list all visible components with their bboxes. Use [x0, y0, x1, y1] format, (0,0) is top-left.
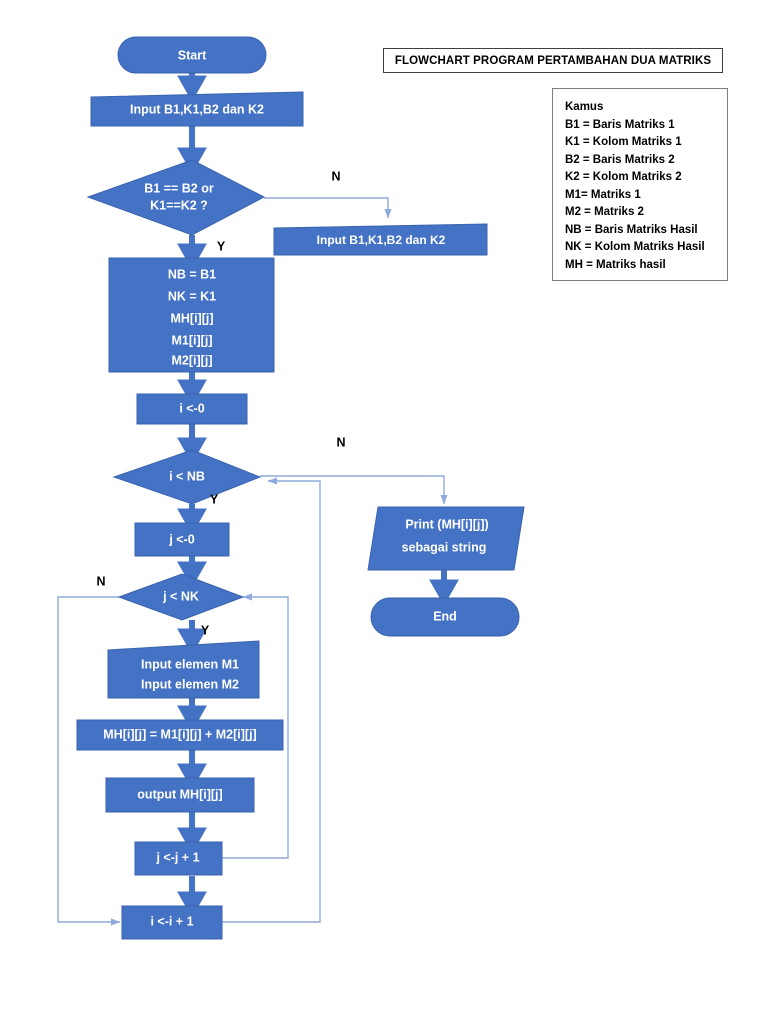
node-decision-i[interactable] — [112, 449, 262, 505]
node-decision-j[interactable] — [117, 573, 245, 621]
node-print-result[interactable] — [367, 506, 525, 571]
legend-entry: M1= Matriks 1 — [565, 188, 641, 201]
node-print-result-line-0: Print (MH[i][j]) — [405, 517, 488, 531]
node-input-elements-line-1: Input elemen M2 — [141, 677, 239, 691]
legend-entry: NK = Kolom Matriks Hasil — [565, 241, 705, 253]
node-input-dims-retry-label: Input B1,K1,B2 dan K2 — [317, 233, 446, 247]
node-end[interactable] — [370, 597, 520, 637]
node-end-label: End — [433, 609, 457, 623]
node-compute[interactable] — [76, 719, 284, 751]
legend-entry: B1 = Baris Matriks 1 — [565, 118, 675, 131]
node-input-dims[interactable] — [90, 91, 304, 127]
node-print-result-line-1: sebagai string — [402, 540, 487, 554]
node-assign-line-1: NK = K1 — [168, 289, 216, 303]
legend-entry: B2 = Baris Matriks 2 — [565, 153, 675, 166]
title-box: FLOWCHART PROGRAM PERTAMBAHAN DUA MATRIK… — [383, 48, 723, 73]
node-input-dims-retry[interactable] — [273, 223, 488, 256]
node-init-j-label: j <-0 — [168, 532, 194, 546]
node-compute-label: MH[i][j] = M1[i][j] + M2[i][j] — [103, 727, 256, 741]
title-box-text: FLOWCHART PROGRAM PERTAMBAHAN DUA MATRIK… — [394, 54, 712, 67]
branch-label-decision-j-no: N — [96, 574, 105, 588]
branch-label-decision-i-no: N — [336, 435, 345, 449]
node-assign-line-3: M1[i][j] — [172, 333, 213, 347]
connector-decision-i-no — [260, 475, 448, 505]
legend-entry: M2 = Matriks 2 — [565, 206, 644, 218]
node-init-i-label: i <-0 — [179, 401, 204, 415]
connector-incr-j-loop — [222, 593, 289, 859]
connector-decision-j-no — [57, 596, 121, 926]
branch-label-decision-i-yes: Y — [210, 492, 219, 506]
node-output-mh[interactable] — [105, 777, 255, 813]
node-start[interactable] — [117, 36, 267, 74]
legend-entry: MH = Matriks hasil — [565, 258, 666, 271]
connector-incr-i-loop — [222, 477, 321, 923]
legend-entry: NB = Baris Matriks Hasil — [565, 223, 698, 236]
node-decision-dims[interactable] — [86, 159, 266, 236]
node-incr-j-label: j <-j + 1 — [155, 850, 199, 864]
node-incr-j[interactable] — [134, 841, 223, 876]
node-decision-dims-line1: B1 == B2 or — [144, 181, 214, 195]
connector-decision-dims-no — [264, 197, 392, 219]
branch-label-decision-dims-yes: Y — [217, 239, 226, 253]
node-assign-line-0: NB = B1 — [168, 267, 216, 281]
node-init-i[interactable] — [136, 393, 248, 425]
branch-label-decision-dims-no: N — [331, 169, 340, 183]
node-init-j[interactable] — [134, 522, 230, 557]
node-incr-i[interactable] — [121, 905, 223, 940]
node-start-label: Start — [178, 48, 207, 62]
branch-label-decision-j-yes: Y — [201, 623, 210, 637]
node-input-elements-line-0: Input elemen M1 — [141, 657, 239, 671]
node-assign-line-4: M2[i][j] — [172, 353, 213, 367]
legend-entry: K1 = Kolom Matriks 1 — [565, 136, 682, 148]
node-decision-i-label: i < NB — [169, 469, 205, 483]
node-output-mh-label: output MH[i][j] — [137, 787, 222, 801]
node-assign-block[interactable] — [108, 257, 275, 373]
legend-entry: K2 = Kolom Matriks 2 — [565, 171, 682, 183]
node-input-elements[interactable] — [107, 640, 260, 699]
legend-heading: Kamus — [565, 101, 604, 113]
node-decision-dims-line2: K1==K2 ? — [150, 198, 208, 212]
node-decision-j-label: j < NK — [162, 589, 199, 603]
legend-box: Kamus B1 = Baris Matriks 1 K1 = Kolom Ma… — [552, 88, 728, 281]
node-incr-i-label: i <-i + 1 — [150, 914, 193, 928]
node-input-dims-label: Input B1,K1,B2 dan K2 — [130, 102, 264, 116]
node-assign-line-2: MH[i][j] — [170, 311, 213, 325]
